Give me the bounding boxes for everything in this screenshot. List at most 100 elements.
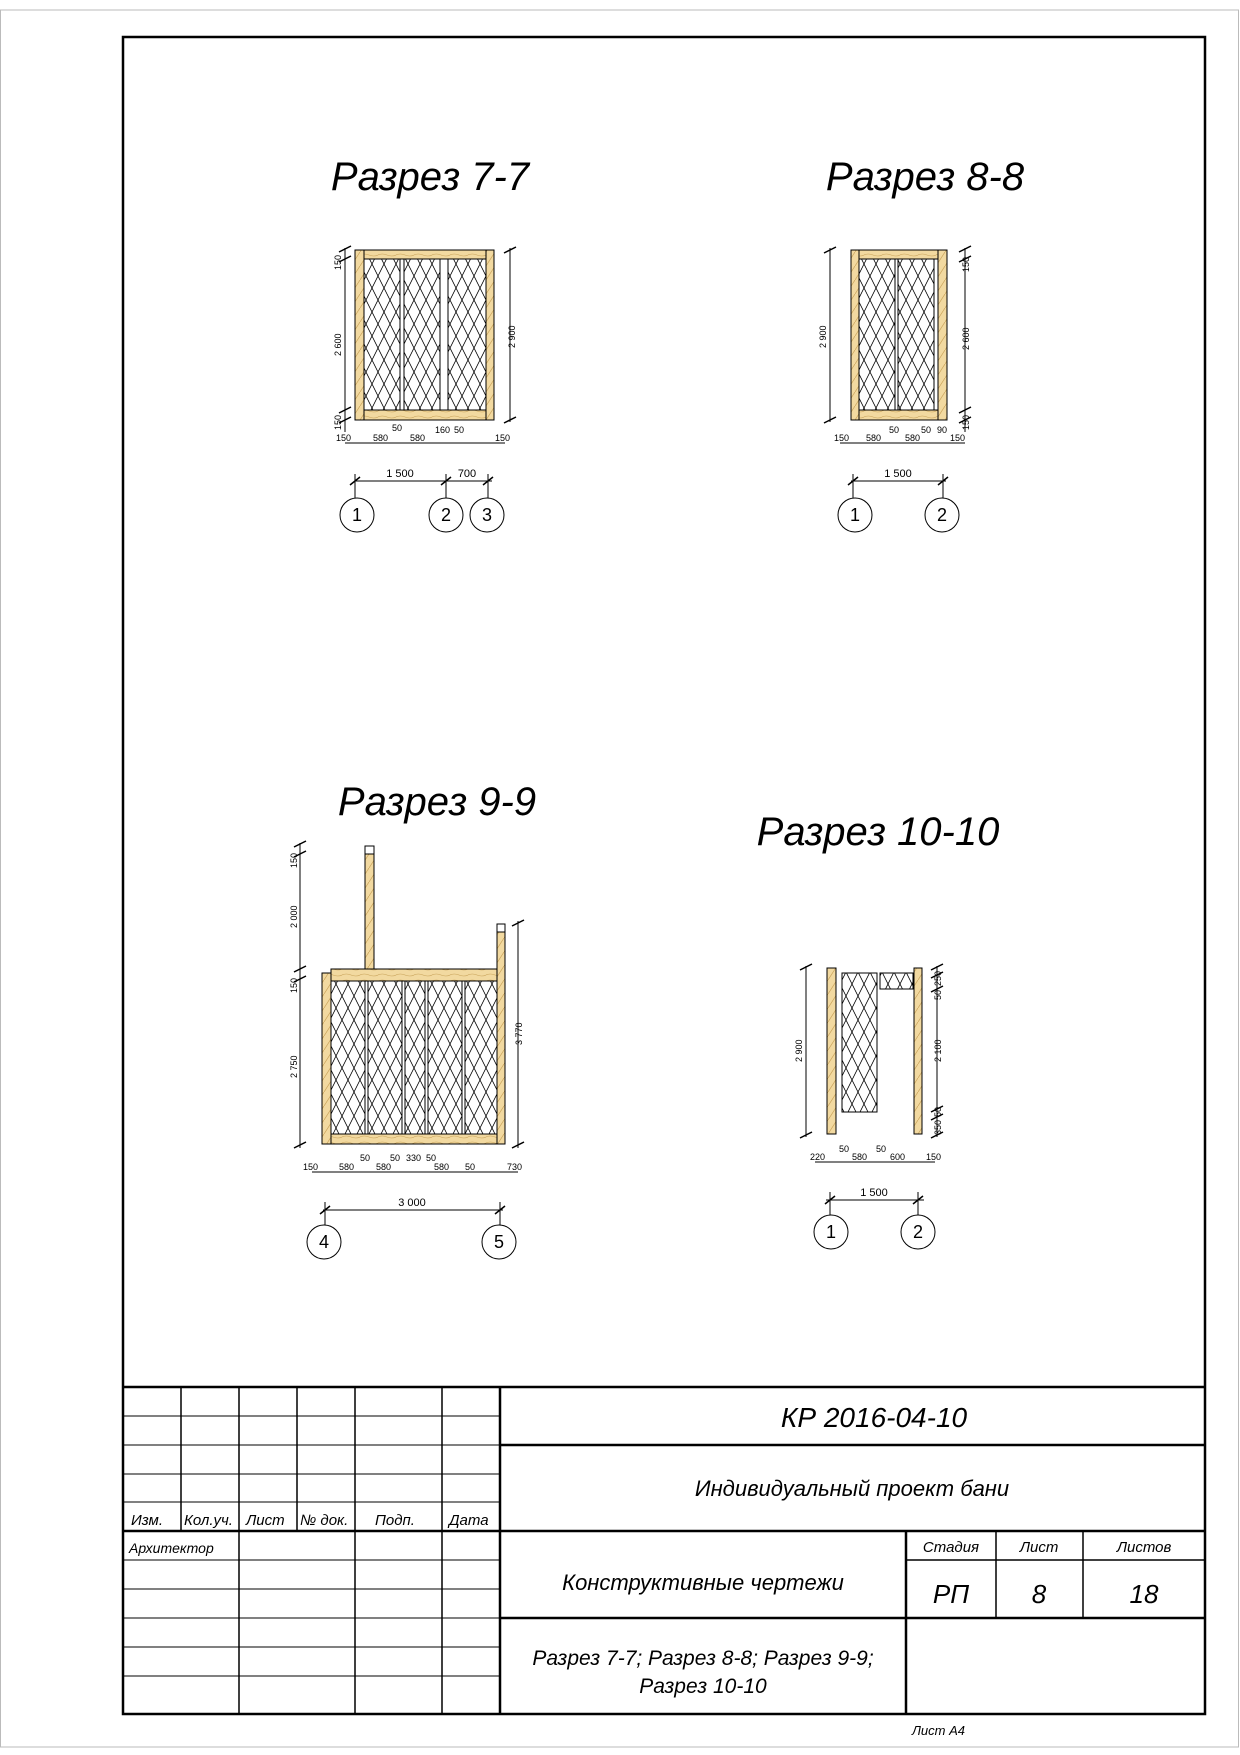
- dim-label: 150: [495, 433, 510, 443]
- section-8-8-top-beam: [858, 249, 939, 260]
- col-header: Изм.: [131, 1512, 163, 1529]
- dim-label: 150: [333, 415, 343, 430]
- dim-label: 50: [465, 1162, 475, 1172]
- dim-label: 600: [890, 1152, 905, 1162]
- dim-label: 160: [435, 425, 450, 435]
- section-9-9-panel: [427, 980, 463, 1135]
- dim-label: 150: [834, 433, 849, 443]
- dim-label: 150: [289, 978, 299, 993]
- dim-label: 220: [810, 1152, 825, 1162]
- section-9-9-panel: [464, 980, 498, 1135]
- dim-label: 350: [933, 1120, 943, 1135]
- grid-dim-label: 1 500: [860, 1187, 888, 1199]
- dim-label: 2 900: [818, 325, 828, 348]
- dim-label: 150: [961, 257, 971, 272]
- dim-label: 50: [933, 1107, 943, 1117]
- dim-label: 50: [392, 423, 402, 433]
- section-9-9-panel: [367, 980, 403, 1135]
- dim-label: 2 600: [333, 333, 343, 356]
- dim-label: 50: [933, 990, 943, 1000]
- grid-dim-label: 1 500: [884, 468, 912, 480]
- dim-label: 2 100: [933, 1039, 943, 1062]
- dim-label: 580: [866, 433, 881, 443]
- dim-label: 150: [926, 1152, 941, 1162]
- section-10-10-left-post: [826, 967, 837, 1135]
- section-7-7-left-post: [354, 249, 365, 421]
- sheet-title-line1: Разрез 7-7; Разрез 8-8; Разрез 9-9;: [532, 1647, 874, 1670]
- dim-label: 580: [905, 433, 920, 443]
- section-8-8: Разрез 8-8 2 900 150 2 600 150 150 580 5…: [818, 155, 1025, 533]
- grid-dim-label: 700: [458, 468, 476, 480]
- section-7-7-panel: [447, 258, 487, 411]
- dim-label: 50: [360, 1153, 370, 1163]
- section-8-8-panel: [933, 258, 939, 411]
- axis-label: 2: [913, 1222, 923, 1242]
- col-header: Лист: [245, 1512, 285, 1529]
- axis-label: 5: [494, 1232, 504, 1252]
- project-name: Индивидуальный проект бани: [695, 1476, 1009, 1501]
- section-10-10-panel: [841, 972, 878, 1113]
- dim-label: 150: [289, 853, 299, 868]
- grid-dim-label: 3 000: [398, 1197, 426, 1209]
- stage-value: РП: [933, 1579, 969, 1609]
- section-10-10-lintel: [879, 972, 914, 990]
- section-9-9-bottom-beam: [330, 1133, 498, 1145]
- dim-label: 90: [937, 425, 947, 435]
- dim-label: 580: [339, 1162, 354, 1172]
- dim-label: 50: [921, 425, 931, 435]
- section-7-7-panel: [403, 258, 441, 411]
- dim-label: 580: [410, 433, 425, 443]
- role-architect: Архитектор: [128, 1540, 214, 1556]
- dim-label: 50: [839, 1144, 849, 1154]
- section-7-7-top-beam: [363, 249, 487, 260]
- section-10-10-right-post: [913, 967, 923, 1135]
- section-7-7-panel: [439, 258, 449, 411]
- dim-label: 50: [454, 425, 464, 435]
- section-7-7-panel: [399, 258, 405, 411]
- col-header: Кол.уч.: [184, 1512, 233, 1529]
- dim-label: 730: [507, 1162, 522, 1172]
- dim-label: 580: [373, 433, 388, 443]
- doc-code: КР 2016-04-10: [781, 1402, 968, 1433]
- section-8-8-panel: [858, 258, 896, 411]
- col-header: Дата: [447, 1512, 489, 1529]
- dim-label: 2 750: [289, 1055, 299, 1078]
- sheet-label: Лист: [1019, 1539, 1059, 1556]
- sheets-value: 18: [1130, 1579, 1159, 1609]
- dim-label: 250: [933, 971, 943, 986]
- dim-label: 2 900: [507, 325, 517, 348]
- section-9-9-right-tall-post: [496, 923, 506, 1145]
- section-8-8-panel: [897, 258, 935, 411]
- sheets-label: Листов: [1116, 1539, 1172, 1556]
- section-7-7-title: Разрез 7-7: [331, 155, 531, 199]
- dim-label: 2 900: [794, 1039, 804, 1062]
- section-7-7: Разрез 7-7 150 2 600 150 2 900 150 580 5…: [331, 155, 531, 533]
- section-10-10: Разрез 10-10 2 900 50 250 2 100 50 350 2…: [757, 810, 1000, 1250]
- title-block: [123, 1385, 1205, 1714]
- col-header: Подп.: [375, 1512, 415, 1529]
- outer-border: [0, 9, 1239, 1748]
- dim-label: 50: [390, 1153, 400, 1163]
- axis-label: 1: [850, 505, 860, 525]
- section-9-9: Разрез 9-9 150 2 000 150 2 750 3 770: [289, 780, 536, 1260]
- section-10-10-title: Разрез 10-10: [757, 810, 1000, 854]
- axis-label: 1: [352, 505, 362, 525]
- dim-label: 580: [376, 1162, 391, 1172]
- axis-label: 2: [937, 505, 947, 525]
- section-7-7-bottom-beam: [363, 409, 487, 421]
- dim-label: 580: [434, 1162, 449, 1172]
- axis-label: 2: [441, 505, 451, 525]
- section-9-9-panel: [330, 980, 366, 1135]
- dim-label: 50: [889, 425, 899, 435]
- stage-label: Стадия: [923, 1539, 979, 1556]
- dim-label: 3 770: [514, 1022, 524, 1045]
- section-9-9-left-post: [321, 972, 332, 1145]
- grid-dim-label: 1 500: [386, 468, 414, 480]
- dim-label: 50: [426, 1153, 436, 1163]
- section-8-8-title: Разрез 8-8: [826, 155, 1025, 199]
- axis-label: 3: [482, 505, 492, 525]
- dim-label: 150: [950, 433, 965, 443]
- section-8-8-right-post: [937, 249, 948, 421]
- sheet-title-line2: Разрез 10-10: [639, 1675, 767, 1698]
- axis-label: 1: [826, 1222, 836, 1242]
